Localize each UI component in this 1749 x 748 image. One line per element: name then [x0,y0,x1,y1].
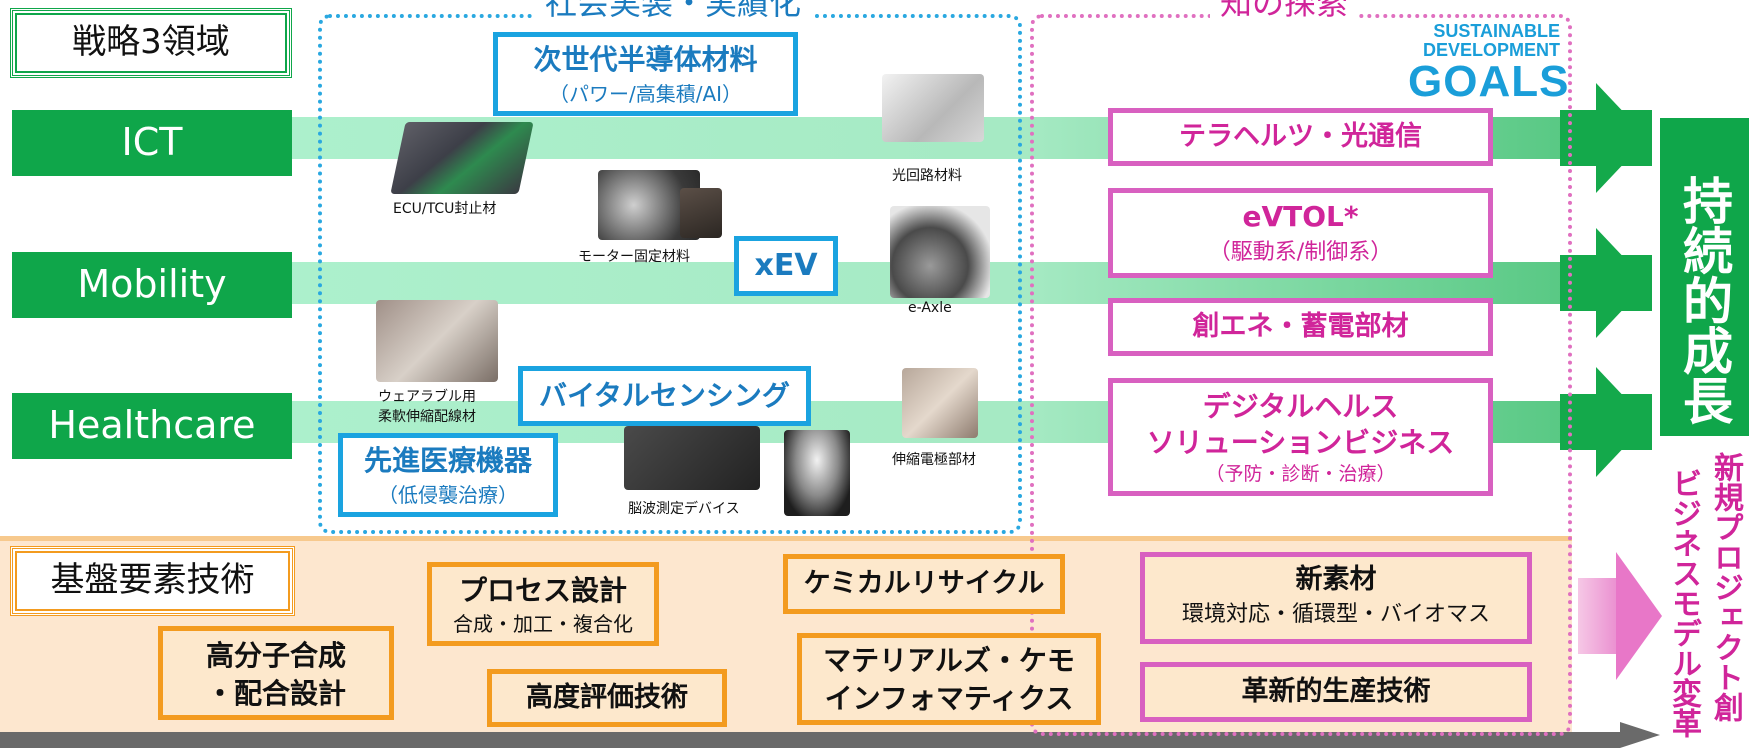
ict-arrow-head [1596,83,1648,193]
new-project-arrow-head [1616,552,1662,680]
wearable-caption-2: 柔軟伸縮配線材 [378,409,476,425]
domain-healthcare: Healthcare [12,393,292,459]
bottom-gray-arrow [1620,722,1660,748]
process-line1: プロセス設計 [458,574,627,607]
medical-device-box: 先進医療機器 （低侵襲治療） [338,433,558,517]
energy-box: 創エネ・蓄電部材 [1108,298,1493,356]
evtol-box: eVTOL* （駆動系/制御系） [1108,188,1493,278]
new-material-line1: 新素材 [1295,564,1377,595]
mi-line2: インフォマティクス [824,682,1074,715]
electrode-caption: 伸縮電極部材 [892,452,976,468]
mi-box: マテリアルズ・ケモ インフォマティクス [797,633,1101,725]
vital-sensing-title: バイタルセンシング [539,379,790,412]
wearable-caption-1: ウェアラブル用 [378,389,476,405]
eaxle-image [890,206,990,298]
evtol-sub: （駆動系/制御系） [1208,240,1393,265]
optical-image [882,74,984,142]
chemical-recycle-box: ケミカルリサイクル [783,554,1065,614]
motor-caption: モーター固定材料 [578,249,690,265]
new-project-arrow-shaft [1578,578,1618,654]
process-box: プロセス設計 合成・加工・複合化 [427,562,659,646]
sdg-line2: DEVELOPMENT [1422,40,1560,60]
new-material-line2: 環境対応・循環型・バイオマス [1181,602,1490,627]
xev-box: xEV [734,236,838,296]
wearable-image [376,300,498,382]
healthcare-arrow-head [1596,367,1648,477]
semiconductor-sub: （パワー/高集積/AI） [548,82,743,106]
domain-mobility: Mobility [12,252,292,318]
new-project-label-1: 新規プロジェクト創出 [1708,452,1743,722]
digital-health-box: デジタルヘルス ソリューションビジネス （予防・診断・治療） [1108,378,1493,496]
evtol-title: eVTOL* [1242,200,1359,233]
eeg-caption: 脳波測定デバイス [628,501,740,517]
sdg-logo: SUSTAINABLE DEVELOPMENT GOALS [1408,21,1570,106]
new-project-label-2: ビジネスモデル変革 [1666,468,1701,738]
medical-device-title: 先進医療機器 [363,444,532,477]
polymer-line2: ・配合設計 [205,677,346,710]
terahertz-title: テラヘルツ・光通信 [1179,121,1422,152]
growth-box [1660,118,1749,436]
ecu-caption: ECU/TCU封止材 [393,201,497,217]
ecu-image [390,122,534,194]
digital-health-line1: デジタルヘルス [1202,390,1399,423]
base-tech-label: 基盤要素技術 [10,546,295,616]
eeg-headset-image [784,430,850,516]
sdg-line3: GOALS [1408,57,1570,106]
sdg-line1: SUSTAINABLE [1433,21,1560,41]
new-material-box: 新素材 環境対応・循環型・バイオマス [1140,552,1532,644]
strategy-label-text: 戦略3領域 [72,22,230,62]
xev-title: xEV [754,248,818,283]
terahertz-box: テラヘルツ・光通信 [1108,108,1493,166]
motor-image-block [680,188,722,238]
bottom-gray-bar [0,732,1620,748]
mi-line1: マテリアルズ・ケモ [823,644,1075,677]
process-line2: 合成・加工・複合化 [453,612,633,636]
domain-ict: ICT [12,110,292,176]
mobility-arrow-head [1596,228,1648,338]
evaluation-line1: 高度評価技術 [526,682,688,713]
polymer-line1: 高分子合成 [205,639,346,672]
digital-health-line2: ソリューションビジネス [1146,426,1455,459]
social-implementation-title: 社会実装・実績化 [535,0,812,24]
evaluation-box: 高度評価技術 [487,669,727,727]
strategy-label: 戦略3領域 [10,8,292,78]
production-line1: 革新的生産技術 [1241,676,1431,707]
medical-device-sub: （低侵襲治療） [378,483,518,507]
semiconductor-box: 次世代半導体材料 （パワー/高集積/AI） [493,32,798,116]
semiconductor-title: 次世代半導体材料 [533,43,758,76]
electrode-image [902,368,978,438]
eaxle-caption: e-Axle [908,300,952,316]
growth-label: 持続的成長 [1675,175,1733,425]
optical-caption: 光回路材料 [892,168,962,184]
production-box: 革新的生産技術 [1140,662,1532,722]
chemical-recycle-line1: ケミカルリサイクル [803,568,1045,599]
vital-sensing-box: バイタルセンシング [518,366,811,426]
base-tech-label-text: 基盤要素技術 [50,560,255,600]
eeg-image [624,426,760,490]
digital-health-sub: （予防・診断・治療） [1205,463,1396,485]
knowledge-exploration-title: 知の探索 [1210,0,1359,24]
polymer-box: 高分子合成 ・配合設計 [158,626,394,720]
energy-title: 創エネ・蓄電部材 [1192,311,1409,342]
